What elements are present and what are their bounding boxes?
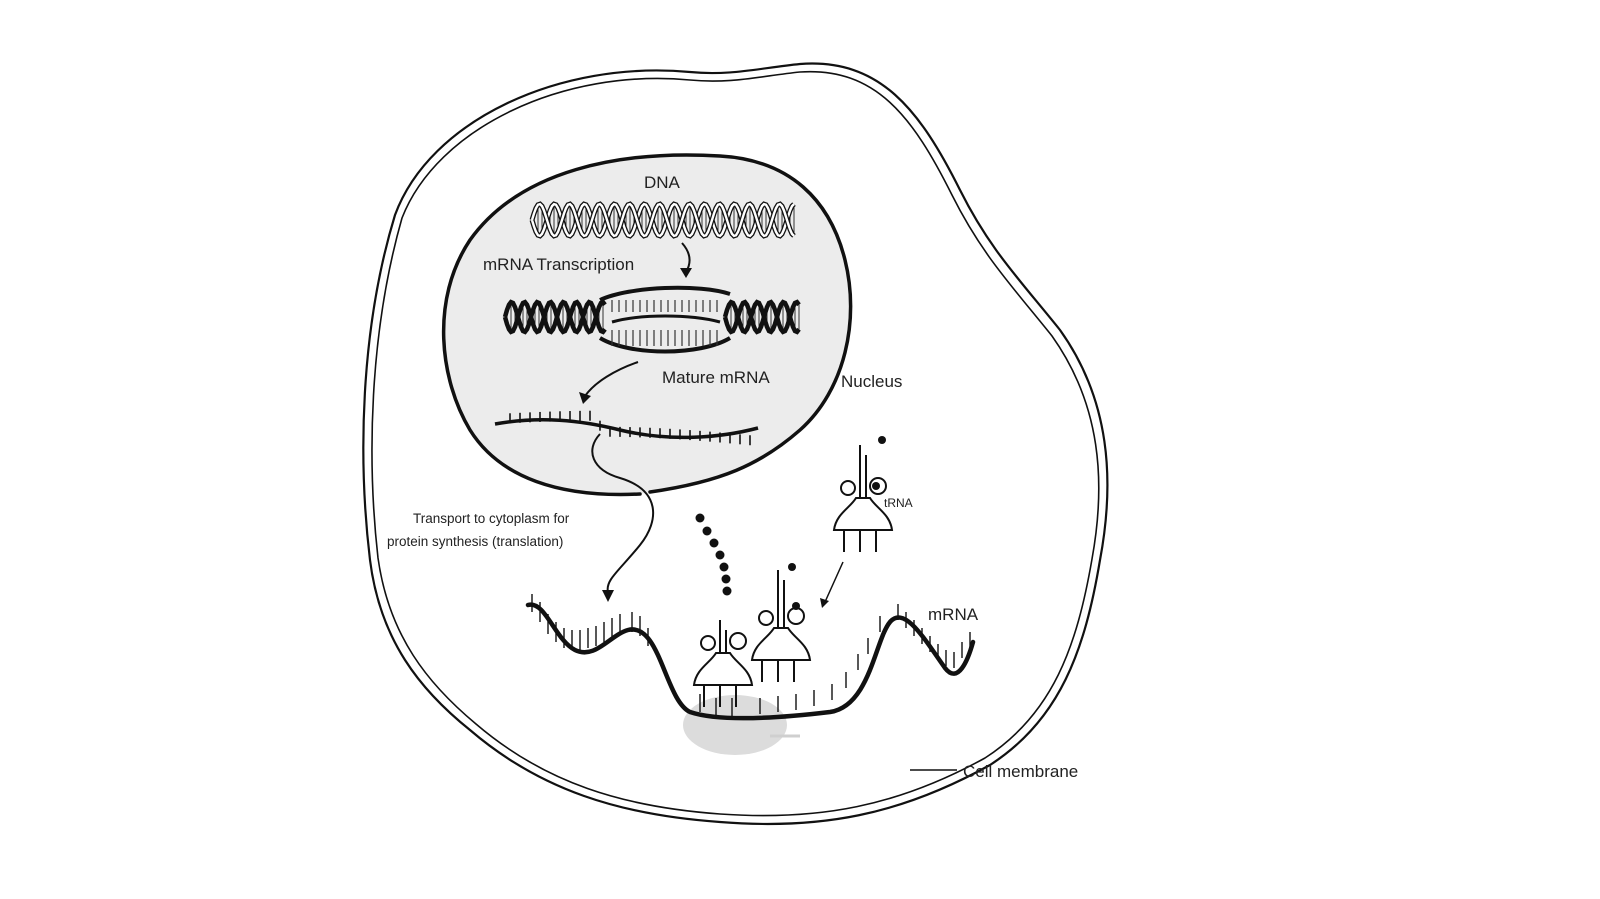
mature-mrna-label: Mature mRNA bbox=[662, 368, 770, 387]
trna-molecules bbox=[692, 445, 894, 707]
trna-label: tRNA bbox=[884, 496, 913, 510]
transport-arrow bbox=[591, 433, 654, 602]
mature-mrna-strand bbox=[494, 410, 759, 446]
dna-label: DNA bbox=[644, 173, 681, 192]
nucleus bbox=[441, 153, 853, 497]
dna-helix bbox=[529, 201, 796, 239]
nucleus-label: Nucleus bbox=[841, 372, 902, 391]
transcription-arrow bbox=[680, 242, 692, 278]
ribosome bbox=[683, 695, 787, 755]
amino-acid-chain bbox=[695, 436, 886, 610]
transcription-helix bbox=[502, 285, 801, 354]
cell-membrane-label: Cell membrane bbox=[963, 762, 1078, 781]
trna-approach-arrow bbox=[820, 561, 844, 608]
maturation-arrow bbox=[579, 361, 639, 404]
transport-label-line1: Transport to cytoplasm for bbox=[413, 511, 570, 526]
mrna-label: mRNA bbox=[928, 605, 979, 624]
transcription-label: mRNA Transcription bbox=[483, 255, 634, 274]
transport-label-line2: protein synthesis (translation) bbox=[387, 534, 563, 549]
cytoplasm-mrna-strand bbox=[525, 594, 976, 721]
cell-membrane bbox=[362, 62, 1109, 826]
